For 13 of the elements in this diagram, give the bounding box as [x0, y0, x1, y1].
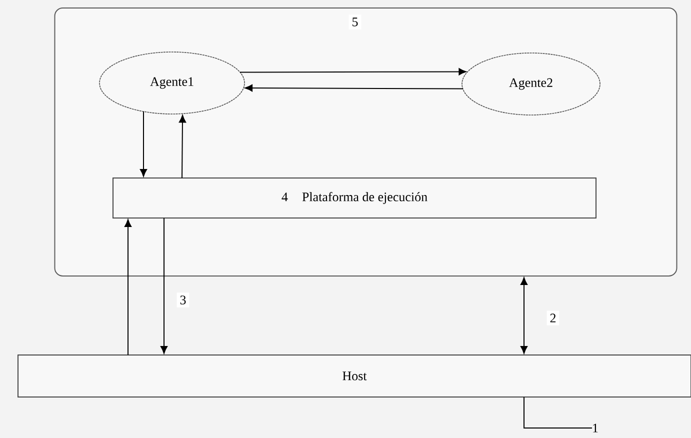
host-box: Host: [18, 354, 691, 398]
arrow: [140, 111, 148, 177]
arrow: [178, 114, 186, 178]
callout-number: 1: [593, 424, 598, 432]
edge-label: 5: [348, 14, 362, 30]
edge-label: 2: [546, 310, 560, 326]
arrow: [240, 68, 466, 76]
edge-label: 3: [176, 292, 190, 308]
arrow: [160, 218, 168, 354]
arrow: [124, 219, 132, 356]
arrow: [244, 84, 464, 92]
arrow: [520, 277, 528, 354]
platform-box: 4 Plataforma de ejecución: [112, 178, 596, 218]
